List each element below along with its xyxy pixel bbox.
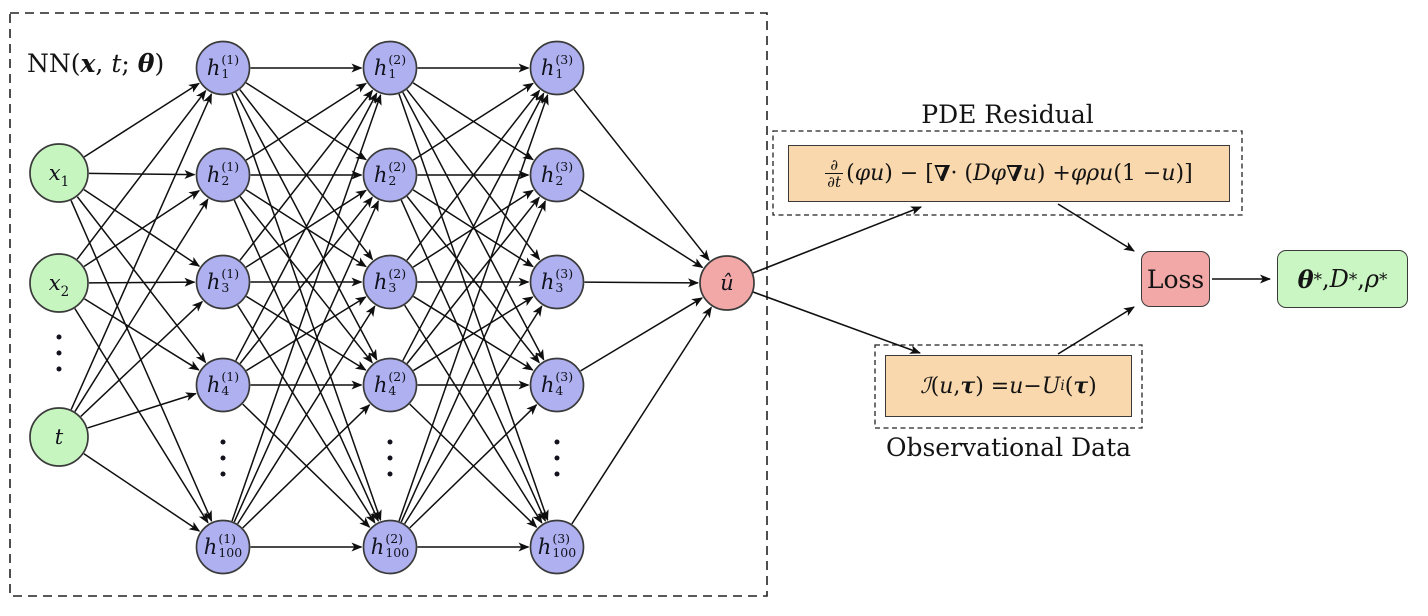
observational-data-title: Observational Data bbox=[885, 433, 1132, 462]
edge-input-layer-to-hidden-layer-1 bbox=[76, 196, 207, 364]
edge-hidden-layer-1-to-hidden-layer-2 bbox=[246, 296, 367, 372]
pde-residual-equation-box: ∂∂t(φu) − [∇ · (Dφ∇u) + φρu(1 − u)] bbox=[788, 145, 1230, 202]
obs-dashed-frame bbox=[874, 344, 1143, 429]
vertical-ellipsis-icon bbox=[387, 439, 393, 477]
node-label-hidden-layer-3-1: h(3)1 bbox=[540, 52, 574, 81]
node-label-hidden-layer-3-100: h(3)100 bbox=[537, 531, 577, 560]
node-hidden-layer-1-3 bbox=[195, 254, 251, 310]
node-hidden-layer-3-1 bbox=[529, 40, 585, 96]
edge-input-layer-to-hidden-layer-1 bbox=[87, 392, 197, 429]
nn-function-label: NN(x, t; θ) bbox=[27, 49, 165, 78]
edge-hidden-layer-3-to-output-layer bbox=[571, 306, 712, 525]
node-label-hidden-layer-1-3: h(1)3 bbox=[206, 266, 240, 295]
node-label-hidden-layer-3-4: h(3)4 bbox=[540, 369, 574, 398]
nn-dashed-frame bbox=[9, 12, 768, 597]
edge-hidden-layer-2-to-hidden-layer-3 bbox=[413, 296, 534, 372]
obs-to-loss-arrow bbox=[1057, 306, 1135, 355]
edge-hidden-layer-3-to-output-layer bbox=[584, 278, 700, 288]
node-hidden-layer-1-100 bbox=[195, 519, 251, 575]
vertical-ellipsis-icon bbox=[554, 439, 560, 477]
edge-hidden-layer-1-to-hidden-layer-2 bbox=[239, 196, 373, 364]
loss-label: Loss bbox=[1146, 264, 1205, 294]
node-label-output-layer-û: û bbox=[720, 271, 734, 295]
node-label-input-layer-t: t bbox=[54, 425, 64, 449]
pde-residual-title: PDE Residual bbox=[921, 100, 1094, 129]
edge-hidden-layer-1-to-hidden-layer-2 bbox=[237, 305, 376, 525]
u-to-obs-arrow bbox=[752, 291, 921, 354]
edge-hidden-layer-1-to-hidden-layer-2 bbox=[239, 89, 374, 261]
node-label-hidden-layer-2-1: h(2)1 bbox=[373, 52, 407, 81]
pde-to-loss-arrow bbox=[1057, 203, 1135, 252]
edge-hidden-layer-2-to-hidden-layer-3 bbox=[404, 305, 543, 525]
node-label-hidden-layer-1-1: h(1)1 bbox=[206, 52, 240, 81]
edge-hidden-layer-1-to-hidden-layer-2 bbox=[242, 404, 371, 529]
node-label-hidden-layer-3-3: h(3)3 bbox=[540, 266, 574, 295]
edge-hidden-layer-1-to-hidden-layer-2 bbox=[233, 200, 380, 523]
edge-hidden-layer-1-to-hidden-layer-2 bbox=[245, 82, 367, 161]
edge-input-layer-to-hidden-layer-1 bbox=[84, 298, 200, 371]
node-hidden-layer-2-3 bbox=[362, 254, 418, 310]
edge-input-layer-to-hidden-layer-1 bbox=[88, 277, 196, 287]
node-label-hidden-layer-1-2: h(1)2 bbox=[206, 159, 240, 188]
node-hidden-layer-3-3 bbox=[529, 254, 585, 310]
node-hidden-layer-3-2 bbox=[529, 147, 585, 203]
node-hidden-layer-2-1 bbox=[362, 40, 418, 96]
edge-input-layer-to-hidden-layer-1 bbox=[70, 93, 213, 410]
node-input-layer-t bbox=[29, 407, 89, 467]
node-input-layer-1 bbox=[29, 143, 89, 203]
edge-hidden-layer-2-to-hidden-layer-3 bbox=[406, 89, 541, 261]
node-label-hidden-layer-2-3: h(2)3 bbox=[373, 266, 407, 295]
pde-dashed-frame bbox=[772, 130, 1243, 216]
vertical-ellipsis-icon bbox=[220, 439, 226, 477]
edge-hidden-layer-2-to-hidden-layer-3 bbox=[406, 196, 540, 364]
node-hidden-layer-3-100 bbox=[529, 519, 585, 575]
edge-hidden-layer-2-to-hidden-layer-3 bbox=[412, 82, 534, 161]
node-hidden-layer-2-2 bbox=[362, 147, 418, 203]
u-to-pde-arrow bbox=[752, 206, 922, 274]
edge-hidden-layer-3-to-output-layer bbox=[573, 89, 710, 262]
node-label-hidden-layer-2-100: h(2)100 bbox=[370, 531, 410, 560]
edge-hidden-layer-3-to-output-layer bbox=[579, 189, 704, 269]
node-label-hidden-layer-1-4: h(1)4 bbox=[206, 369, 240, 398]
edge-input-layer-to-hidden-layer-1 bbox=[83, 190, 201, 268]
edge-input-layer-to-hidden-layer-1 bbox=[70, 200, 213, 522]
node-label-hidden-layer-3-2: h(3)2 bbox=[540, 159, 574, 188]
node-hidden-layer-1-4 bbox=[195, 357, 251, 413]
edge-input-layer-to-hidden-layer-1 bbox=[74, 198, 209, 412]
node-label-hidden-layer-2-2: h(2)2 bbox=[373, 159, 407, 188]
node-hidden-layer-3-4 bbox=[529, 357, 585, 413]
edge-input-layer-to-hidden-layer-1 bbox=[83, 82, 200, 158]
edge-hidden-layer-1-to-hidden-layer-2 bbox=[231, 93, 382, 522]
node-hidden-layer-1-2 bbox=[195, 147, 251, 203]
inferred-parameters-box: θ*, D*, ρ* bbox=[1277, 250, 1408, 308]
edge-hidden-layer-3-to-output-layer bbox=[580, 297, 703, 372]
edge-hidden-layer-2-to-hidden-layer-3 bbox=[400, 200, 547, 523]
edge-input-layer-to-hidden-layer-1 bbox=[76, 89, 207, 260]
node-hidden-layer-2-4 bbox=[362, 357, 418, 413]
node-label-hidden-layer-2-4: h(2)4 bbox=[373, 369, 407, 398]
node-hidden-layer-1-1 bbox=[195, 40, 251, 96]
node-input-layer-2 bbox=[29, 253, 89, 313]
edge-hidden-layer-2-to-hidden-layer-3 bbox=[409, 404, 538, 529]
edge-hidden-layer-2-to-hidden-layer-3 bbox=[402, 92, 545, 362]
edge-input-layer-to-hidden-layer-1 bbox=[80, 300, 204, 417]
edge-hidden-layer-2-to-hidden-layer-3 bbox=[398, 93, 549, 522]
node-label-hidden-layer-1-100: h(1)100 bbox=[203, 531, 243, 560]
edge-input-layer-to-hidden-layer-1 bbox=[83, 453, 201, 532]
fraction: ∂∂t bbox=[825, 155, 844, 191]
loss-box: Loss bbox=[1141, 251, 1210, 307]
edge-input-layer-to-hidden-layer-1 bbox=[74, 308, 209, 524]
node-output-layer-û bbox=[699, 255, 755, 311]
edge-hidden-layer-1-to-hidden-layer-2 bbox=[235, 92, 378, 362]
node-hidden-layer-2-100 bbox=[362, 519, 418, 575]
vertical-ellipsis-icon bbox=[56, 334, 62, 372]
